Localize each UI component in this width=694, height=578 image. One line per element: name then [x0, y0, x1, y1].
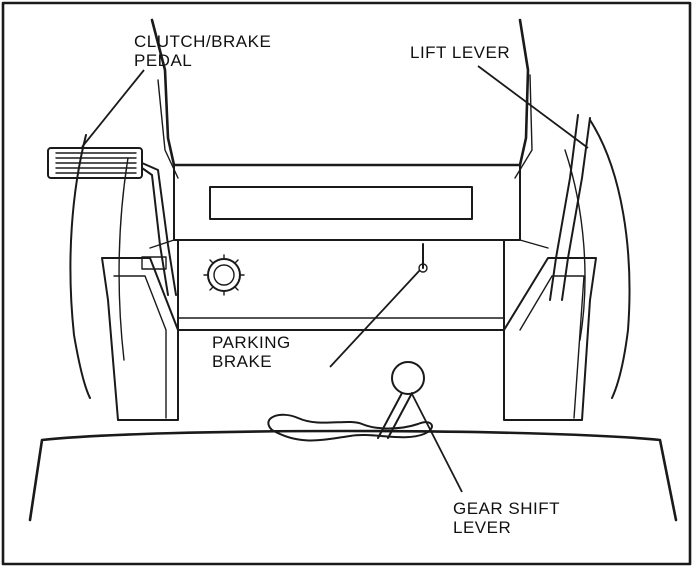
label-clutch-brake-pedal-line1: CLUTCH/BRAKE — [134, 32, 271, 51]
label-lift-lever: LIFT LEVER — [410, 43, 510, 62]
seat-panel-bottom — [173, 164, 521, 241]
seat-panel-slot — [209, 186, 473, 220]
seat-panel — [150, 18, 530, 167]
label-parking-brake: PARKING BRAKE — [212, 333, 296, 371]
floor-panel — [177, 329, 505, 421]
label-gear-shift-lever-line2: LEVER — [453, 518, 511, 537]
label-lift-lever-line1: LIFT LEVER — [410, 43, 510, 62]
seat-panel-inner-right — [514, 74, 533, 179]
label-clutch-brake-pedal: CLUTCH/BRAKE PEDAL — [134, 32, 277, 70]
label-gear-shift-lever-line1: GEAR SHIFT — [453, 499, 560, 518]
right-fender-outer — [589, 119, 631, 399]
panel-lower-edge — [149, 239, 549, 249]
left-fender-inner — [118, 157, 129, 361]
leader-gear-shift-lever — [411, 393, 463, 493]
right-footwell — [503, 257, 597, 421]
leader-parking-brake — [329, 269, 421, 368]
leader-lift-lever — [477, 65, 589, 149]
parking-brake-drawing — [418, 243, 428, 273]
gear-shift-lever-drawing — [267, 361, 433, 442]
label-parking-brake-line1: PARKING — [212, 333, 291, 352]
clutch-brake-pedal-drawing — [47, 147, 177, 296]
filler-cap-drawing — [203, 254, 245, 296]
left-footwell-inner — [113, 275, 167, 419]
leader-clutch-brake-pedal — [81, 69, 145, 148]
front-hood — [28, 429, 678, 522]
label-clutch-brake-pedal-line2: PEDAL — [134, 51, 192, 70]
right-footwell-inner — [519, 275, 585, 419]
label-parking-brake-line2: BRAKE — [212, 352, 272, 371]
label-gear-shift-lever: GEAR SHIFT LEVER — [453, 499, 565, 537]
lift-lever-drawing — [549, 114, 591, 301]
left-fender-outer — [69, 134, 91, 399]
diagram-border — [1, 1, 692, 566]
center-box — [177, 239, 505, 331]
